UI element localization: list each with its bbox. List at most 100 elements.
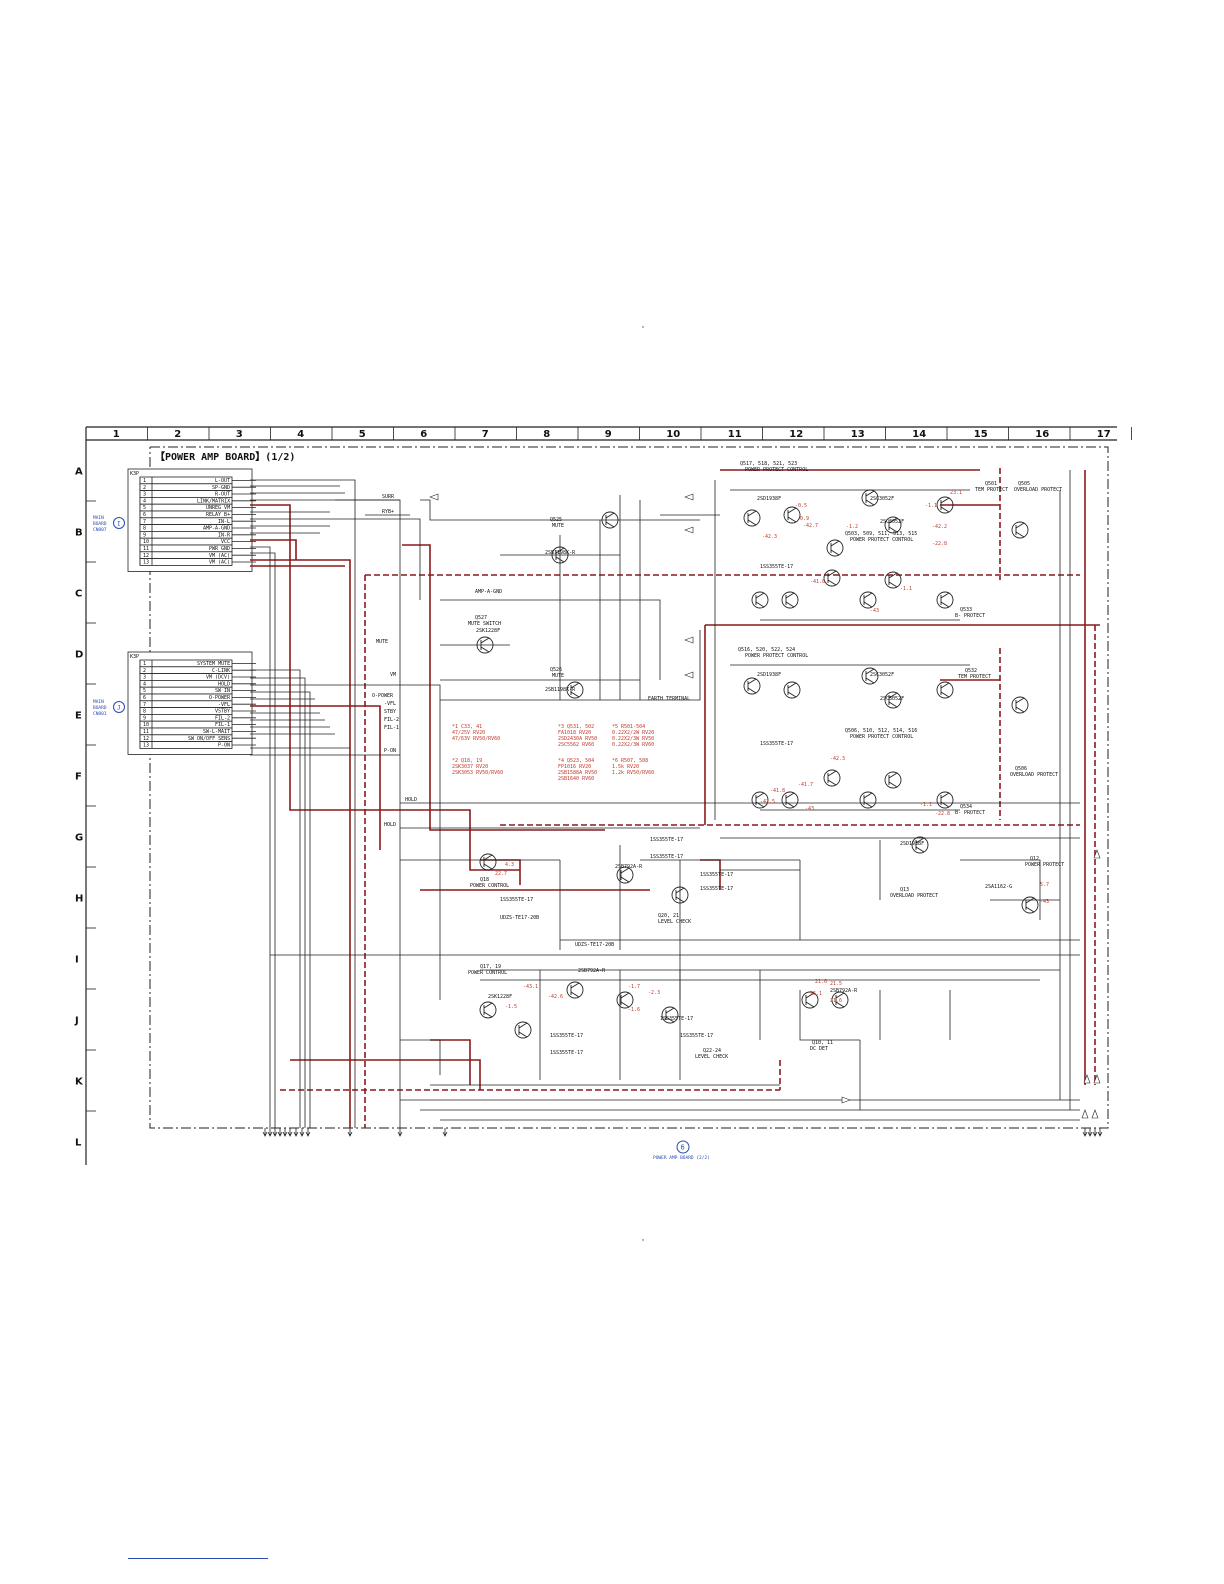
pin-number: 13 (143, 560, 149, 566)
voltage-q17: -1.6 (628, 1007, 640, 1013)
row-label-D: D (75, 650, 83, 661)
note-ref: *1 C33, 41 (452, 724, 482, 730)
row-label-A: A (75, 467, 83, 478)
transistors (476, 489, 1039, 1039)
net-ryb: RYB+ (382, 509, 394, 515)
svg-text:Q22-24: Q22-24 (703, 1048, 721, 1054)
svg-text:1SS355TE-17: 1SS355TE-17 (550, 1050, 583, 1056)
column-label-2: 2 (174, 429, 181, 440)
pin-name: VSTBY (215, 709, 230, 715)
column-label-6: 6 (420, 429, 427, 440)
note-ref: *6 R507, 508 (612, 758, 648, 764)
voltage-q_upper: -42.3 (762, 534, 777, 540)
note-line: 2SC5562 RV60 (558, 742, 594, 748)
svg-text:2SC3052F: 2SC3052F (870, 672, 894, 678)
column-label-11: 11 (728, 429, 742, 440)
note-line: 2SB1588A RV50 (558, 770, 597, 776)
voltage-q17: -1.7 (628, 984, 640, 990)
svg-text:MAIN: MAIN (93, 699, 104, 705)
svg-text:POWER CONTROL: POWER CONTROL (470, 883, 509, 889)
svg-text:2SK1228F: 2SK1228F (476, 628, 500, 634)
pin-number: 8 (143, 709, 146, 715)
svg-text:POWER PROTECT CONTROL: POWER PROTECT CONTROL (745, 653, 808, 659)
svg-text:BOARD: BOARD (93, 521, 107, 527)
voltage-q12: -43 (1040, 899, 1049, 905)
svg-text:Q517, 518, 521, 523: Q517, 518, 521, 523 (740, 461, 797, 467)
pin-number: 6 (143, 695, 146, 701)
voltage-q_lower: -41.7 (798, 782, 813, 788)
note-ref: *2 Q18, 19 (452, 758, 482, 764)
pin-number: 8 (143, 526, 146, 532)
svg-text:Q532: Q532 (965, 668, 977, 674)
pin-name: P-ON (218, 743, 230, 749)
svg-text:2SB1198K-R: 2SB1198K-R (545, 687, 576, 693)
note-ref: *3 Q531, 502 (558, 724, 594, 730)
pin-name: AMP-A-GND (203, 526, 230, 532)
pin-number: 2 (143, 485, 146, 491)
voltage-q_upper: -42.7 (803, 523, 818, 529)
pin-name: SYSTEM MUTE (197, 661, 230, 667)
pin-number: 1 (143, 661, 146, 667)
svg-text:Q525: Q525 (550, 517, 562, 523)
svg-text:CN807: CN807 (93, 527, 107, 533)
signal-wiring (250, 470, 1080, 1128)
svg-text:POWER CONTROL: POWER CONTROL (468, 970, 507, 976)
pin-name: SP-GND (212, 485, 230, 491)
voltage-q501: 23.1 (950, 490, 962, 496)
svg-text:J: J (117, 705, 121, 712)
note-line: FA1018 RV20 (558, 730, 591, 736)
footer-reference: 6 POWER AMP BOARD (2/2) (653, 1140, 710, 1161)
pin-number: 12 (143, 736, 149, 742)
svg-text:2SC3052F: 2SC3052F (870, 496, 894, 502)
svg-text:OVERLOAD PROTECT: OVERLOAD PROTECT (890, 893, 938, 899)
svg-text:2SC3052F: 2SC3052F (880, 696, 904, 702)
svg-text:MUTE: MUTE (552, 673, 564, 679)
voltage-q_lower: -42.5 (760, 799, 775, 805)
net-earth: EARTH TERMINAL (648, 696, 690, 702)
pin-number: 3 (143, 492, 146, 498)
connector-header: K3P (130, 471, 139, 477)
pin-name: VM (DCV) (206, 675, 230, 681)
svg-text:2SD1938F: 2SD1938F (757, 496, 781, 502)
grid-frame (85, 426, 1132, 1165)
note-line: 1.5k RV20 (612, 764, 639, 770)
note-line: 0.22X2/2W RV20 (612, 730, 654, 736)
pin-name: UNREG VM (206, 505, 230, 511)
pin-name: HOLD (218, 681, 230, 687)
pin-number: 1 (143, 478, 146, 484)
net-pon: P-ON (384, 748, 396, 754)
svg-text:2SD1938F: 2SD1938F (757, 672, 781, 678)
note-line: 2SD2430A RV50 (558, 736, 597, 742)
power-traces (250, 468, 1100, 1128)
svg-text:2SB792A-R: 2SB792A-R (830, 988, 858, 994)
svg-text:1SS355TE-17: 1SS355TE-17 (760, 564, 793, 570)
pin-name: VCC (221, 539, 230, 545)
pin-number: 13 (143, 743, 149, 749)
note-line: 1.2k RV50/RV60 (612, 770, 654, 776)
pin-name: L-OUT (215, 478, 230, 484)
svg-text:Q20, 21: Q20, 21 (658, 913, 679, 919)
voltage-q10: 21.5 (830, 981, 842, 987)
svg-text:1SS355TE-17: 1SS355TE-17 (700, 886, 733, 892)
svg-text:MUTE: MUTE (552, 523, 564, 529)
note-line: FP1016 RV20 (558, 764, 591, 770)
bottom-terminals (262, 1128, 1103, 1137)
svg-text:POWER PROTECT: POWER PROTECT (1025, 862, 1064, 868)
pin-number: 11 (143, 729, 149, 735)
svg-text:TEM PROTECT: TEM PROTECT (975, 487, 1008, 493)
svg-text:1SS355TE-17: 1SS355TE-17 (500, 897, 533, 903)
board-title: 【POWER AMP BOARD】(1/2) (155, 450, 295, 463)
voltage-q_upper: -41.8 (810, 579, 825, 585)
pin-name: LINK/MATRIX (197, 498, 230, 504)
column-label-14: 14 (912, 429, 926, 440)
svg-text:1SS355TE-17: 1SS355TE-17 (660, 1016, 693, 1022)
pin-name: IN-L (218, 519, 230, 525)
svg-text:Q505: Q505 (1018, 481, 1030, 487)
column-label-16: 16 (1035, 429, 1049, 440)
note-ref: *5 R501-504 (612, 724, 645, 730)
svg-text:UDZS-TE17-20B: UDZS-TE17-20B (575, 942, 614, 948)
